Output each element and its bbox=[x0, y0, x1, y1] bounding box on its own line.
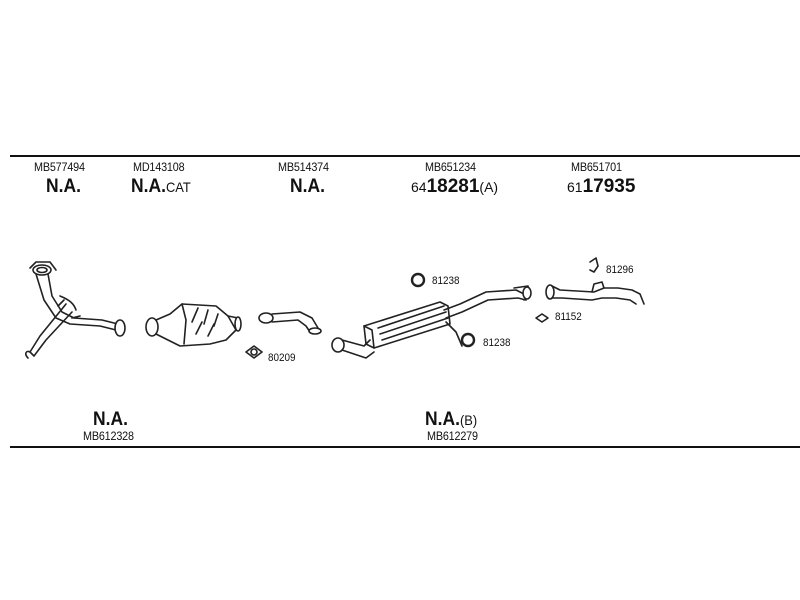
status-catalyst-suffix: CAT bbox=[165, 179, 191, 195]
status-front-assembly-text: N.A. bbox=[93, 409, 128, 430]
status-center-pipe-text: N.A. bbox=[290, 176, 325, 197]
status-center-pipe: N.A. bbox=[290, 176, 325, 198]
ref-ring-upper: 81238 bbox=[432, 275, 460, 287]
part-number-tail-pipe: MB651701 bbox=[571, 160, 622, 174]
status-catalyst: N.A.CAT bbox=[131, 176, 191, 198]
gasket-front-drawing bbox=[245, 345, 263, 359]
code-muffler-prefix: 64 bbox=[411, 179, 427, 195]
status-catalyst-text: N.A. bbox=[131, 176, 166, 197]
part-number-muffler: MB651234 bbox=[425, 160, 476, 174]
code-tail-pipe: 6117935 bbox=[567, 176, 635, 198]
catalytic-converter-drawing bbox=[145, 303, 242, 347]
ref-gasket-front: 80209 bbox=[268, 352, 296, 364]
code-muffler: 6418281(A) bbox=[411, 176, 498, 198]
center-pipe-drawing bbox=[258, 311, 322, 335]
status-front-assembly: N.A. bbox=[93, 409, 128, 431]
ref-hanger-rear: 81296 bbox=[606, 264, 634, 276]
status-front-pipe-text: N.A. bbox=[46, 176, 81, 197]
bottom-divider bbox=[10, 446, 800, 448]
status-rear-assembly-suffix: (B) bbox=[459, 412, 478, 428]
code-muffler-number: 18281 bbox=[426, 176, 480, 197]
ref-ring-lower: 81238 bbox=[483, 337, 511, 349]
code-tail-pipe-number: 17935 bbox=[582, 176, 636, 197]
tail-pipe-drawing bbox=[535, 257, 645, 323]
status-rear-assembly-text: N.A. bbox=[425, 409, 460, 430]
part-number-center-pipe: MB514374 bbox=[278, 160, 329, 174]
front-pipe-drawing bbox=[25, 261, 126, 359]
code-tail-pipe-prefix: 61 bbox=[567, 179, 583, 195]
status-rear-assembly: N.A.(B) bbox=[425, 409, 477, 431]
muffler-drawing bbox=[331, 272, 532, 359]
part-number-catalyst: MD143108 bbox=[133, 160, 185, 174]
top-divider bbox=[10, 155, 800, 157]
part-number-front-assembly: MB612328 bbox=[83, 429, 134, 443]
status-front-pipe: N.A. bbox=[46, 176, 81, 198]
ref-ring-rear: 81152 bbox=[555, 311, 582, 323]
part-number-rear-assembly: MB612279 bbox=[427, 429, 478, 443]
part-number-front-pipe: MB577494 bbox=[34, 160, 85, 174]
code-muffler-suffix: (A) bbox=[479, 179, 499, 195]
